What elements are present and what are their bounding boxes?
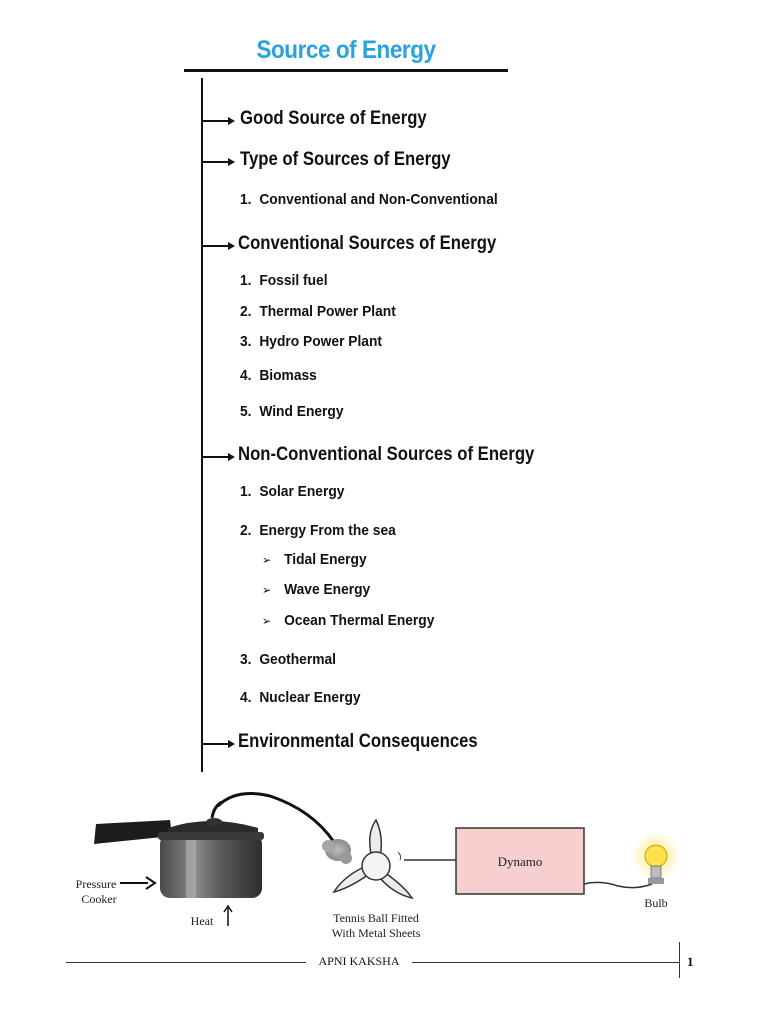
- sub-item-text: Ocean Thermal Energy: [284, 612, 435, 629]
- dynamo-label: Dynamo: [498, 854, 543, 869]
- section-heading-environmental: Environmental Consequences: [238, 731, 478, 752]
- item-text: Geothermal: [259, 651, 337, 668]
- page-title: Source of Energy: [256, 36, 436, 64]
- list-item: 4. Biomass: [240, 367, 317, 384]
- item-text: Wind Energy: [259, 403, 344, 420]
- section-heading-conventional: Conventional Sources of Energy: [238, 233, 497, 254]
- arrow-bullet-icon: ➢: [262, 553, 272, 567]
- bulb-label: Bulb: [644, 896, 667, 910]
- heat-label: Heat: [191, 914, 214, 928]
- item-text: Nuclear Energy: [259, 689, 361, 706]
- list-item: 5. Wind Energy: [240, 403, 344, 420]
- item-text: Conventional and Non-Conventional: [259, 191, 498, 208]
- item-number: 2.: [240, 522, 252, 539]
- sub-list-item: ➢ Tidal Energy: [262, 551, 367, 568]
- section-heading-good-source: Good Source of Energy: [240, 108, 427, 129]
- turbine-label: Tennis Ball Fitted: [333, 911, 419, 925]
- list-item: 2. Energy From the sea: [240, 522, 396, 539]
- footer-rule-left: [66, 962, 306, 963]
- item-number: 4.: [240, 689, 252, 706]
- sub-list-item: ➢ Wave Energy: [262, 581, 370, 598]
- arrow-bullet-icon: ➢: [262, 614, 272, 628]
- list-item: 1. Fossil fuel: [240, 272, 328, 289]
- light-bulb-icon: [632, 832, 680, 884]
- list-item: 2. Thermal Power Plant: [240, 303, 396, 320]
- item-text: Thermal Power Plant: [259, 303, 396, 320]
- arrow-bullet-icon: ➢: [262, 583, 272, 597]
- turbine-fan-icon: [332, 818, 414, 900]
- sub-list-item: ➢ Ocean Thermal Energy: [262, 612, 434, 629]
- pressure-cooker-label: Cooker: [81, 892, 116, 906]
- energy-conversion-diagram: Pressure Cooker Heat Tennis Ball Fitted …: [76, 792, 680, 940]
- sub-item-text: Tidal Energy: [284, 551, 367, 568]
- item-number: 3.: [240, 333, 252, 350]
- item-number: 1.: [240, 191, 252, 208]
- item-text: Energy From the sea: [259, 522, 396, 539]
- item-text: Hydro Power Plant: [259, 333, 383, 350]
- item-number: 4.: [240, 367, 252, 384]
- page-number: 1: [687, 954, 694, 969]
- item-number: 5.: [240, 403, 252, 420]
- item-text: Biomass: [259, 367, 317, 384]
- footer-brand: APNI KAKSHA: [318, 954, 400, 968]
- pressure-cooker-icon: [94, 800, 264, 898]
- list-item: 1. Conventional and Non-Conventional: [240, 191, 498, 208]
- sub-item-text: Wave Energy: [284, 581, 371, 598]
- item-number: 3.: [240, 651, 252, 668]
- outline-trunk-line: [201, 78, 203, 772]
- pressure-cooker-label: Pressure: [76, 877, 117, 891]
- footer-rule-right: [412, 962, 680, 963]
- section-heading-non-conventional: Non-Conventional Sources of Energy: [238, 444, 535, 465]
- turbine-label: With Metal Sheets: [332, 926, 421, 940]
- item-number: 1.: [240, 272, 252, 289]
- list-item: 3. Hydro Power Plant: [240, 333, 382, 350]
- item-text: Fossil fuel: [259, 272, 328, 289]
- list-item: 4. Nuclear Energy: [240, 689, 361, 706]
- item-number: 2.: [240, 303, 252, 320]
- item-text: Solar Energy: [259, 483, 345, 500]
- footer-divider: [679, 942, 680, 978]
- list-item: 1. Solar Energy: [240, 483, 344, 500]
- title-underline: [184, 69, 508, 72]
- steam-pipe: [216, 792, 336, 843]
- section-heading-types: Type of Sources of Energy: [240, 149, 451, 170]
- item-number: 1.: [240, 483, 252, 500]
- dynamo-box: [455, 827, 585, 895]
- list-item: 3. Geothermal: [240, 651, 336, 668]
- connecting-wire: [583, 881, 653, 889]
